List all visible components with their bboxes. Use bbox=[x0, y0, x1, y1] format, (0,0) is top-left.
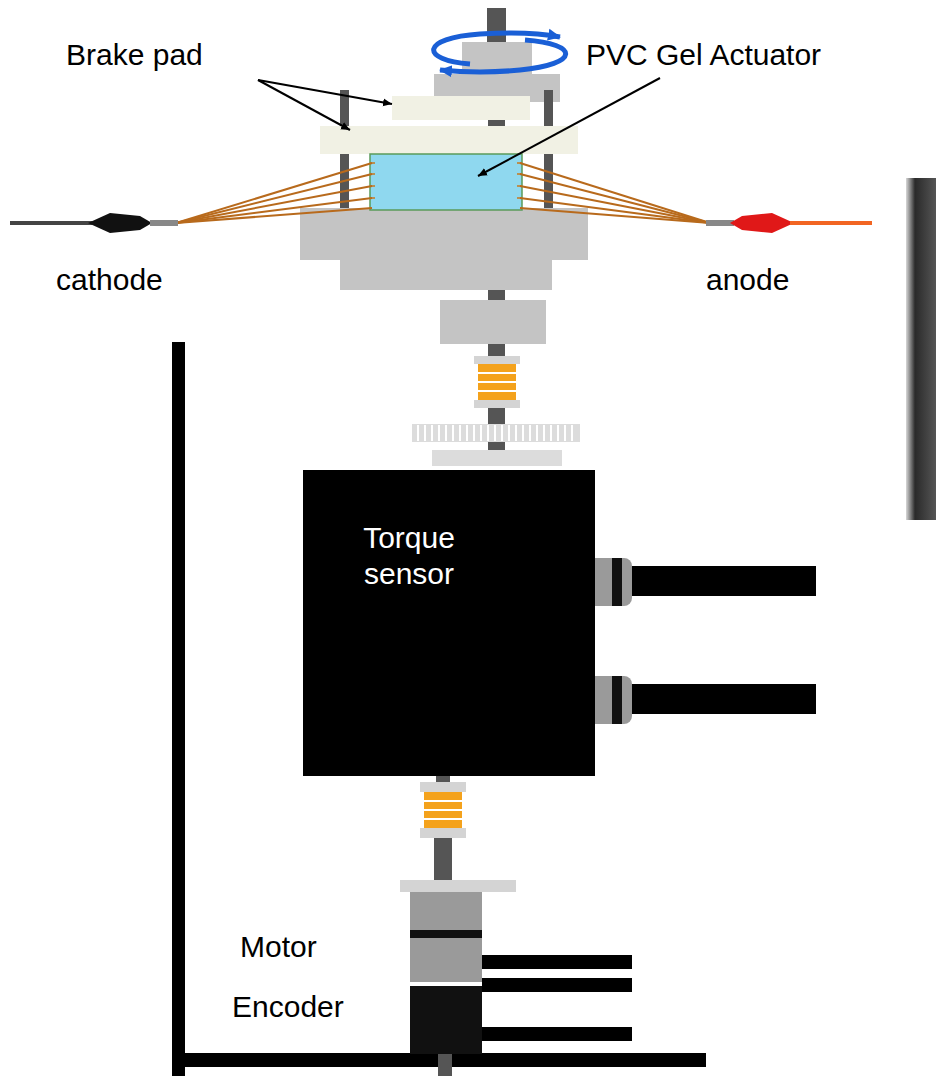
coupling-grooves bbox=[478, 373, 516, 391]
shaft bbox=[487, 8, 506, 44]
leader-line bbox=[258, 80, 350, 130]
gear-teeth bbox=[418, 425, 572, 441]
shaft bbox=[488, 344, 505, 358]
terminal-label: anode bbox=[706, 263, 789, 298]
clip-tip bbox=[706, 220, 734, 226]
rotation-arrow bbox=[434, 33, 560, 64]
cathode-lead bbox=[10, 221, 92, 225]
terminal-label: cathode bbox=[56, 263, 163, 298]
motor-band bbox=[410, 930, 482, 938]
leader-line bbox=[478, 78, 660, 176]
base-block bbox=[340, 258, 552, 290]
motor-cable bbox=[482, 955, 632, 969]
coupling bbox=[420, 828, 466, 838]
upper-brake-pad bbox=[392, 96, 530, 120]
gel-actuator bbox=[370, 154, 522, 210]
lower-brake-pad bbox=[320, 126, 578, 154]
part-label: Encoder bbox=[232, 990, 344, 1025]
coupling-grooves bbox=[424, 801, 462, 819]
coupling bbox=[474, 400, 520, 408]
connector-band bbox=[612, 558, 622, 606]
cable bbox=[632, 566, 816, 596]
motor-cable bbox=[482, 978, 632, 992]
photo-edge bbox=[906, 178, 936, 520]
cathode-clip bbox=[88, 213, 152, 233]
mount-plate bbox=[400, 880, 516, 892]
frame-post bbox=[172, 342, 185, 1076]
motor bbox=[410, 892, 482, 930]
shaft bbox=[436, 775, 450, 783]
electrode-wires bbox=[370, 163, 522, 198]
encoder-cable bbox=[482, 1027, 632, 1041]
clip-tip bbox=[150, 220, 178, 226]
coupling bbox=[474, 356, 520, 364]
part-label: PVC Gel Actuator bbox=[586, 38, 821, 73]
motor bbox=[410, 938, 482, 982]
cable bbox=[632, 684, 816, 714]
part-label: Motor bbox=[240, 930, 317, 965]
shaft bbox=[434, 838, 452, 882]
coupling bbox=[420, 782, 466, 792]
flange bbox=[432, 450, 562, 466]
collar bbox=[440, 300, 546, 344]
coupling bbox=[478, 364, 516, 400]
shaft bbox=[438, 1054, 452, 1076]
box-label: Torque sensor bbox=[324, 520, 494, 592]
anode-wires bbox=[520, 163, 710, 223]
shaft bbox=[488, 442, 505, 450]
cathode-wires bbox=[176, 163, 372, 223]
coupling bbox=[424, 792, 462, 828]
anode-clip bbox=[730, 213, 794, 233]
gear bbox=[412, 424, 580, 442]
base-block bbox=[300, 208, 588, 260]
shaft bbox=[488, 408, 505, 424]
part-label: Brake pad bbox=[66, 38, 203, 73]
sensor-box: Torque sensor bbox=[303, 470, 595, 776]
anode-lead bbox=[790, 221, 872, 225]
encoder bbox=[410, 986, 482, 1054]
rotation-arrow bbox=[440, 40, 566, 72]
connector-band bbox=[612, 676, 622, 724]
